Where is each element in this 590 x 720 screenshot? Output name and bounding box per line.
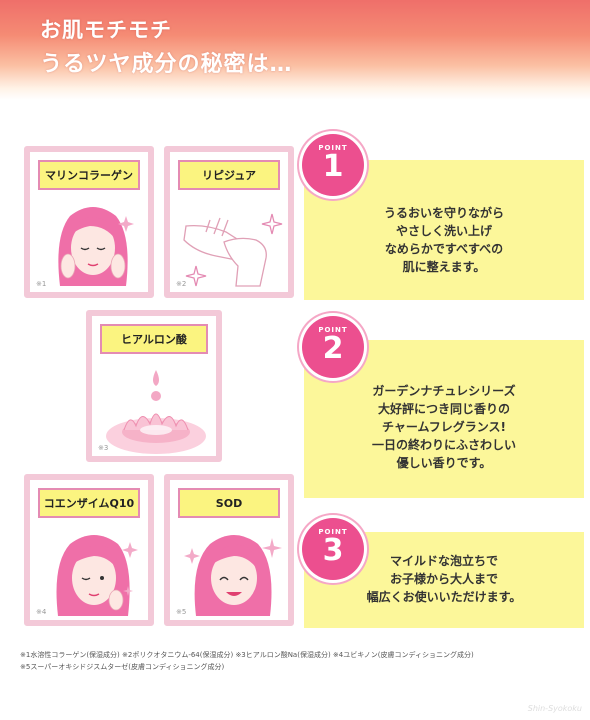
- woman-face-icon: [56, 535, 138, 616]
- ingredient-label: ヒアルロン酸: [100, 324, 208, 354]
- woman-face-icon: [58, 207, 134, 286]
- ingredient-card-lipidure: リピジュア ※2: [164, 146, 294, 298]
- footnote-line2: ※5スーパーオキシドジスムターゼ(皮膚コンディショニング成分): [20, 663, 225, 671]
- ingredient-card-hyaluronic-acid: ヒアルロン酸 ※3: [86, 310, 222, 462]
- point-text: ガーデンナチュレシリーズ 大好評につき同じ香りの チャームフレグランス! 一日の…: [371, 384, 516, 470]
- point-badge-1: POINT 1: [302, 134, 364, 196]
- watermark-text: Shin-Syokoku: [527, 704, 582, 713]
- ingredient-label: マリンコラーゲン: [38, 160, 140, 190]
- ingredient-note: ※2: [176, 280, 187, 288]
- smiling-face-icon: [184, 535, 282, 616]
- ingredient-note: ※1: [36, 280, 47, 288]
- point-text: マイルドな泡立ちで お子様から大人まで 幅広くお使いいただけます。: [366, 554, 522, 604]
- hands-sparkle-icon: [183, 213, 283, 287]
- ingredient-label: リピジュア: [178, 160, 280, 190]
- ingredient-note: ※3: [98, 444, 109, 452]
- ingredient-note: ※4: [36, 608, 47, 616]
- ingredient-card-sod: SOD ※5: [164, 474, 294, 626]
- point-badge-3: POINT 3: [302, 518, 364, 580]
- header-banner: お肌モチモチ うるツヤ成分の秘密は…: [0, 0, 590, 100]
- ingredient-card-coenzyme-q10: コエンザイムQ10 ※4: [24, 474, 154, 626]
- header-title-line1: お肌モチモチ: [40, 18, 172, 42]
- water-drop-icon: [106, 370, 206, 454]
- point-badge-2: POINT 2: [302, 316, 364, 378]
- ingredient-note: ※5: [176, 608, 187, 616]
- footnote-line1: ※1水溶性コラーゲン(保湿成分) ※2ポリクオタニウム-64(保湿成分) ※3ヒ…: [20, 651, 474, 659]
- ingredient-label: SOD: [178, 488, 280, 518]
- ingredient-card-marine-collagen: マリンコラーゲン ※1: [24, 146, 154, 298]
- ingredient-label: コエンザイムQ10: [38, 488, 140, 518]
- header-title-line2: うるツヤ成分の秘密は…: [40, 52, 293, 77]
- point-text: うるおいを守りながら やさしく洗い上げ なめらかですべすべの 肌に整えます。: [383, 206, 504, 274]
